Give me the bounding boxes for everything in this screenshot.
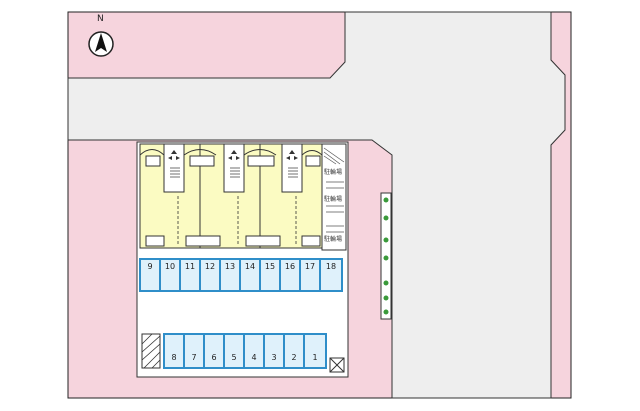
- parking-space-number: 16: [284, 262, 296, 271]
- parking-space-number: 7: [191, 353, 197, 362]
- parking-space-number: 3: [271, 353, 277, 362]
- parking-space-number: 4: [251, 353, 257, 362]
- bike-label: 駐輪場: [324, 169, 343, 176]
- north-arrow-icon: [95, 33, 107, 52]
- parking-space-number: 9: [147, 262, 153, 271]
- parking-space-number: 8: [171, 353, 177, 362]
- parking-space-number: 10: [164, 262, 176, 271]
- parking-space-number: 13: [224, 262, 236, 271]
- stair-arrows: [168, 150, 298, 160]
- parking-space-number: 11: [184, 262, 196, 271]
- top-parking-row: [139, 258, 343, 292]
- bottom-parking-row: [163, 333, 327, 369]
- hatched-lines: [141, 333, 161, 369]
- window-boxes: [145, 155, 321, 247]
- road: [67, 11, 566, 399]
- stair-treads: [170, 167, 298, 178]
- garbage-box-cross: [329, 357, 345, 373]
- north-label: N: [97, 14, 104, 24]
- parking-space-number: 12: [204, 262, 216, 271]
- parking-space-number: 15: [264, 262, 276, 271]
- parking-space-number: 14: [244, 262, 256, 271]
- parking-space-number: 1: [312, 353, 318, 362]
- parking-space-number: 17: [304, 262, 316, 271]
- bike-label: 駐輪場: [324, 236, 343, 243]
- parking-space-number: 2: [291, 353, 297, 362]
- parking-space-number: 6: [211, 353, 217, 362]
- hedge-dots: [383, 197, 389, 315]
- bicycle-rack-hatch: [323, 147, 345, 233]
- parking-space-number: 18: [325, 262, 337, 271]
- bike-label: 駐輪場: [324, 196, 343, 203]
- hatched-area: [141, 333, 161, 369]
- balcony-arcs: [139, 149, 323, 156]
- parking-space-number: 5: [231, 353, 237, 362]
